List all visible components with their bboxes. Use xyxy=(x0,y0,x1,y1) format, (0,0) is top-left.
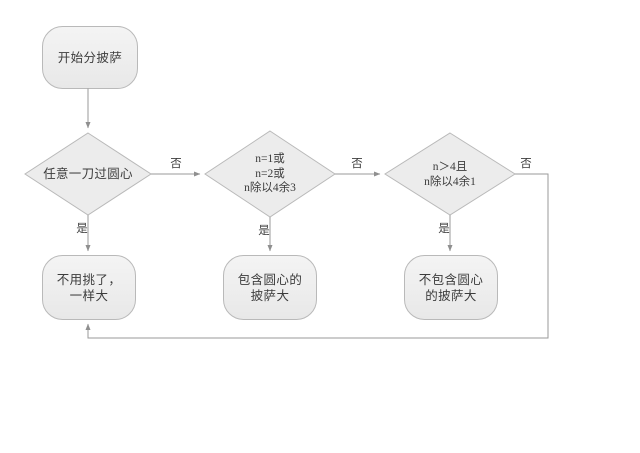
decision2-label-line-2: n=2或 xyxy=(255,167,285,180)
result1-label-line-1: 不用挑了， xyxy=(56,272,122,287)
result2-node-shape[interactable] xyxy=(223,255,317,320)
decision2-label-line-3: n除以4余3 xyxy=(244,182,296,195)
connector-decision3-no-loop-to-result1 xyxy=(85,173,549,339)
result3-node-shape[interactable] xyxy=(404,255,498,320)
decision1-label-line-1: 任意一刀过圆心 xyxy=(43,167,133,181)
decision2-node[interactable]: n=1或 n=2或 n除以4余3 xyxy=(210,150,330,198)
edge-label-yes-2: 是 xyxy=(258,225,270,237)
decision1-node[interactable]: 任意一刀过圆心 xyxy=(18,160,158,188)
edge-label-no-3: 否 xyxy=(520,158,532,170)
decision3-label-line-1: n＞4且 xyxy=(432,161,468,174)
decision3-label-line-2: n除以4余1 xyxy=(424,176,476,188)
edge-label-no-1: 否 xyxy=(170,158,182,170)
result2-node[interactable]: 包含圆心的 披萨大 xyxy=(223,255,317,320)
result3-node[interactable]: 不包含圆心 的披萨大 xyxy=(404,255,498,320)
decision2-label-line-1: n=1或 xyxy=(255,152,285,165)
start-node-label: 开始分披萨 xyxy=(57,50,123,65)
result3-label-line-2: 的披萨大 xyxy=(425,288,477,303)
start-node-shape[interactable] xyxy=(42,26,138,89)
result1-label-line-2: 一样大 xyxy=(69,288,109,303)
start-node[interactable]: 开始分披萨 xyxy=(42,26,138,89)
edge-label-yes-1: 是 xyxy=(76,223,88,235)
result3-label-line-1: 不包含圆心 xyxy=(418,272,484,287)
decision3-node[interactable]: n＞4且 n除以4余1 xyxy=(390,158,510,192)
result2-label-line-1: 包含圆心的 xyxy=(237,272,303,287)
result1-node[interactable]: 不用挑了， 一样大 xyxy=(42,255,136,320)
edge-label-no-2: 否 xyxy=(351,158,363,170)
edge-label-yes-3: 是 xyxy=(438,223,450,235)
result2-label-line-2: 披萨大 xyxy=(250,288,290,303)
result1-node-shape[interactable] xyxy=(42,255,136,320)
